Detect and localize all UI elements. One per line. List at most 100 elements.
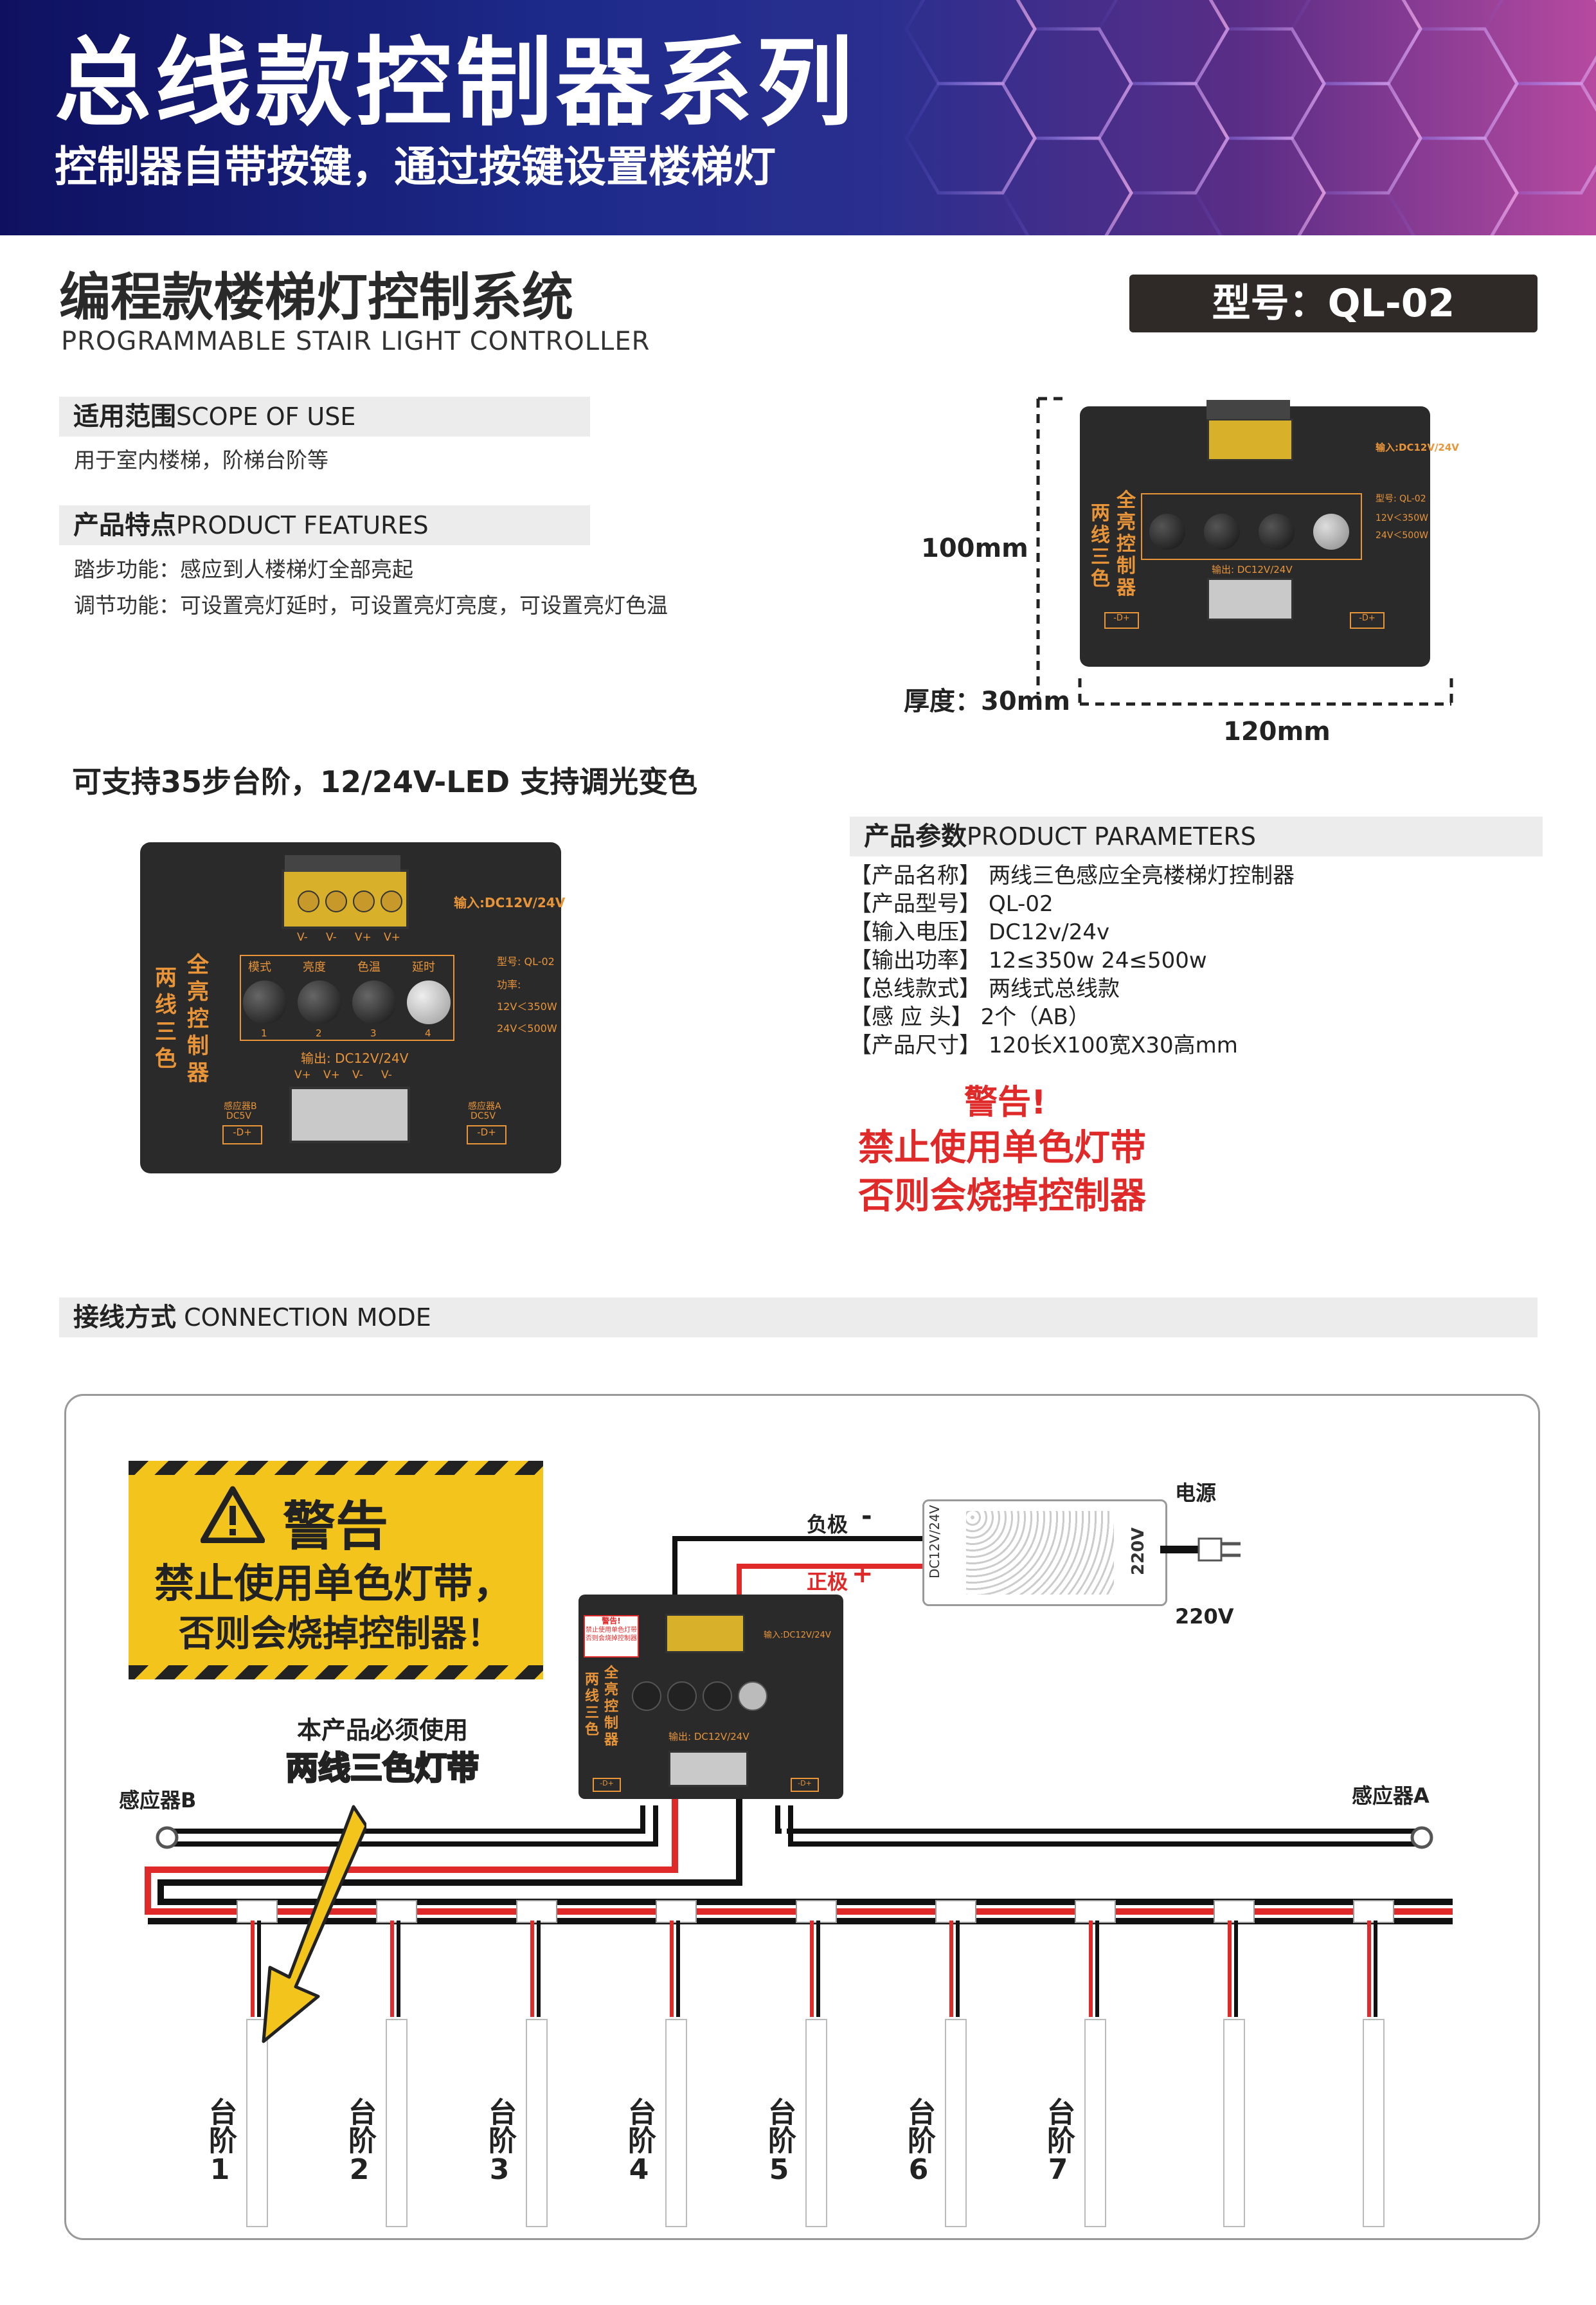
power-24-large: 24V＜500W — [497, 1022, 557, 1035]
terminal-top-3: V+ — [355, 931, 372, 944]
params-warning-line: 禁止使用单色灯带 — [858, 1127, 1146, 1169]
mode-button-icon — [243, 981, 287, 1024]
param-value: 2个（AB） — [980, 1004, 1090, 1030]
param-row: 【产品名称】两线三色感应全亮楼梯灯控制器 — [850, 862, 1295, 890]
warning-line: 否则会烧掉控制器！ — [179, 1613, 503, 1655]
sensor-a-v: DC5V — [471, 1111, 496, 1121]
step-label-text: 台阶 — [1042, 2097, 1075, 2154]
section-params: 产品参数PRODUCT PARAMETERS — [850, 817, 1543, 856]
led-strip — [945, 2019, 967, 2227]
delay-button-icon — [407, 981, 451, 1024]
side-label-b-diagram: 全亮控制器 — [604, 1665, 618, 1748]
param-row: 【总线款式】两线式总线款 — [850, 975, 1120, 1003]
page-title: 编程款楼梯灯控制系统 — [59, 267, 573, 327]
positive-label: 正极 — [807, 1569, 848, 1594]
step-branch — [1353, 1900, 1394, 1923]
negative-sign: - — [861, 1501, 872, 1531]
scope-text: 用于室内楼梯，阶梯台阶等 — [74, 447, 328, 473]
param-key: 【感 应 头】 — [850, 1004, 973, 1030]
step-branch — [796, 1900, 837, 1923]
param-key: 【产品型号】 — [850, 891, 981, 917]
branch-wire — [1089, 1921, 1093, 2017]
btn-num: 2 — [316, 1027, 322, 1039]
controller-image-diagram: 警告! 禁止使用单色灯带 否则会烧掉控制器 输入:DC12V/24V 两线三色 … — [578, 1595, 843, 1800]
param-key: 【输入电压】 — [850, 919, 981, 945]
button-colortemp-icon — [1259, 514, 1295, 550]
wiring-diagram-panel — [64, 1394, 1540, 2240]
sensor-b-port: -D+ — [1104, 612, 1139, 629]
step-number: 4 — [629, 2153, 649, 2186]
side-label-b-large: 全亮控制器 — [187, 952, 209, 1086]
branch-wire — [676, 1921, 680, 2017]
sensor-a-port-diagram: -D+ — [791, 1778, 819, 1792]
terminal-bottom-4: V- — [381, 1069, 392, 1081]
step-label-text: 台阶 — [483, 2097, 516, 2154]
input-label-diagram: 输入:DC12V/24V — [764, 1631, 831, 1640]
section-features-en: PRODUCT FEATURES — [176, 511, 429, 539]
warning-line: 禁止使用单色灯带， — [154, 1560, 514, 1607]
dimension-lines — [1036, 397, 1453, 706]
branch-wire — [1374, 1921, 1377, 2017]
warning-triangle-icon — [201, 1486, 265, 1543]
button-mode-icon — [1149, 514, 1185, 550]
controller-image-large: V- V- V+ V+ 输入:DC12V/24V 两线三色 全亮控制器 模式 亮… — [140, 836, 565, 1177]
side-label-a-large: 两线三色 — [155, 965, 177, 1072]
step-number: 6 — [908, 2153, 929, 2186]
branch-wire — [670, 1921, 674, 2017]
power-label-large: 功率: — [497, 979, 521, 991]
strip-type-text: 两线三色灯带 — [285, 1749, 480, 1788]
banner-subtitle: 控制器自带按键，通过按键设置楼梯灯 — [55, 142, 776, 192]
sensor-b-label: 感应器B — [224, 1101, 257, 1112]
params-warning-title: 警告! — [964, 1083, 1046, 1122]
step-label-text: 台阶 — [902, 2097, 935, 2154]
output-label-large: 输出: DC12V/24V — [301, 1051, 409, 1066]
side-label-a-diagram: 两线三色 — [584, 1672, 599, 1738]
section-scope-cn: 适用范围 — [73, 402, 176, 431]
param-row: 【输入电压】DC12v/24v — [850, 918, 1109, 946]
power-24: 24V＜500W — [1376, 530, 1428, 541]
branch-wire — [1367, 1921, 1371, 2017]
led-strip — [1363, 2019, 1385, 2227]
warning-sticker: 警告! 禁止使用单色灯带 否则会烧掉控制器 — [584, 1615, 639, 1658]
side-label-a: 两线三色 — [1091, 502, 1110, 590]
warning-title: 警告 — [283, 1496, 389, 1557]
dim-height: 100mm — [921, 534, 1028, 563]
terminal-bottom-3: V- — [352, 1069, 363, 1081]
support-text: 可支持35步台阶，12/24V-LED 支持调光变色 — [72, 764, 698, 799]
btn-label-mode: 模式 — [248, 961, 271, 974]
led-strip — [805, 2019, 827, 2227]
step-branch — [1075, 1900, 1116, 1923]
btn-label-delay: 延时 — [412, 961, 435, 974]
branch-wire — [257, 1921, 261, 2017]
branch-wire — [530, 1921, 534, 2017]
step-label-text: 台阶 — [623, 2097, 656, 2154]
colortemp-button-icon — [352, 981, 396, 1024]
hexagon-pattern — [904, 0, 1596, 235]
section-connection-en: CONNECTION MODE — [184, 1303, 431, 1332]
param-value: 12≤350w 24≤500w — [989, 948, 1207, 973]
btn-label-brightness: 亮度 — [303, 961, 326, 974]
section-connection-cn: 接线方式 — [73, 1303, 176, 1332]
section-params-en: PRODUCT PARAMETERS — [967, 822, 1257, 851]
model-small-large: 型号: QL-02 — [497, 955, 555, 968]
button-delay-icon — [1313, 514, 1349, 550]
section-features-cn: 产品特点 — [73, 511, 176, 540]
sensor-a-label-diagram: 感应器A — [1352, 1784, 1430, 1808]
btn-num: 4 — [425, 1027, 431, 1039]
led-strip — [386, 2019, 408, 2227]
btn-label-colortemp: 色温 — [357, 961, 381, 974]
step-label-text: 台阶 — [763, 2097, 796, 2154]
model-small: 型号: QL-02 — [1376, 494, 1426, 504]
branch-wire — [390, 1921, 394, 2017]
sensor-b-label-diagram: 感应器B — [119, 1788, 197, 1812]
led-strip — [1223, 2019, 1245, 2227]
yellow-arrow-icon — [262, 1805, 366, 2043]
terminal-bottom-2: V+ — [323, 1069, 340, 1081]
btn-num: 3 — [370, 1027, 377, 1039]
param-value: 两线三色感应全亮楼梯灯控制器 — [989, 863, 1295, 889]
step-branch — [1214, 1900, 1255, 1923]
section-params-cn: 产品参数 — [864, 822, 967, 851]
